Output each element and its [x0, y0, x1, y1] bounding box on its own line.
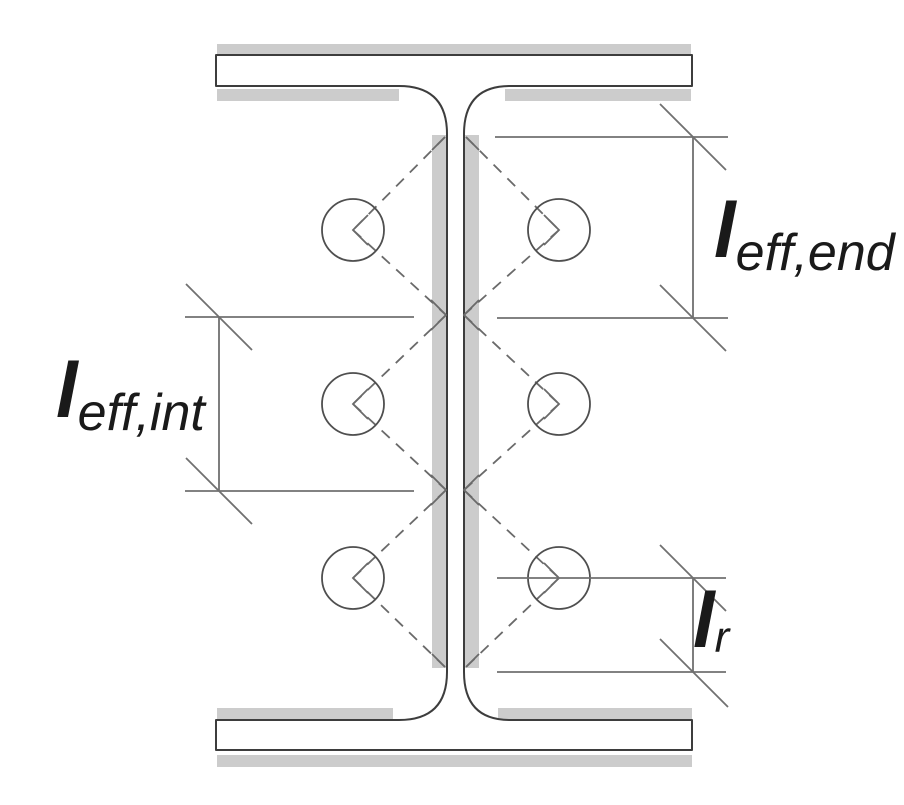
- yield-vertex-chevron: [543, 214, 561, 246]
- yield-line-segment: [463, 489, 560, 579]
- yield-line-segment: [352, 136, 446, 231]
- bottom-flange-shadow-above-left: [217, 708, 393, 720]
- dimension-tick: [185, 283, 253, 351]
- yield-vertex-chevron: [351, 214, 369, 246]
- label-symbol: l: [693, 576, 715, 664]
- yield-end-tick: [465, 653, 480, 668]
- dimension-tick: [185, 457, 253, 525]
- yield-line-segment: [465, 136, 560, 231]
- yield-line-segment: [463, 314, 560, 405]
- dimension-tick: [659, 284, 727, 352]
- yield-line-segment: [463, 403, 560, 491]
- dimension-tick: [659, 638, 729, 708]
- yield-line-segment: [465, 577, 560, 668]
- bolt-hole: [321, 198, 385, 262]
- top-flange-shadow-below-right: [505, 89, 691, 101]
- yield-end-tick: [465, 136, 480, 151]
- yield-line-segment: [352, 229, 447, 316]
- bolt-hole: [527, 372, 591, 436]
- label-symbol: l: [714, 186, 736, 274]
- top-flange-shadow-below-left: [217, 89, 399, 101]
- bolt-hole: [321, 372, 385, 436]
- web-shadow-right: [464, 135, 479, 668]
- yield-vertex-chevron: [351, 388, 369, 420]
- yield-vertex-chevron: [543, 388, 561, 420]
- bottom-flange-shadow-below: [217, 755, 692, 767]
- yield-vertex-chevron: [430, 299, 448, 331]
- label-subscript: eff,int: [77, 384, 205, 442]
- bottom-flange-shadow-above-right: [498, 708, 692, 720]
- label-symbol: l: [56, 346, 78, 434]
- dimension-l-eff-int: [185, 283, 414, 525]
- yield-line-segment: [352, 314, 447, 405]
- bolt-hole: [321, 546, 385, 610]
- bolt-hole: [527, 198, 591, 262]
- yield-vertex-chevron: [430, 474, 448, 506]
- yield-line-pattern: [351, 136, 561, 668]
- yield-end-tick: [431, 136, 446, 151]
- yield-end-tick: [431, 653, 446, 668]
- yield-vertex-chevron: [462, 474, 480, 506]
- web-shadow-left: [432, 135, 447, 668]
- yield-line-segment: [463, 229, 560, 316]
- dimension-l-eff-end: [495, 103, 728, 352]
- yield-line-segment: [352, 489, 447, 579]
- dimension-l-r: [497, 544, 729, 708]
- label-subscript: r: [714, 613, 730, 662]
- dimension-tick: [659, 544, 727, 612]
- dimension-tick: [659, 103, 727, 171]
- label-subscript: eff,end: [735, 224, 895, 282]
- yield-vertex-chevron: [351, 562, 369, 594]
- i-section-profile: [215, 54, 693, 751]
- label-l-eff-end: leff,end: [714, 191, 895, 279]
- top-flange-shadow-above: [217, 44, 691, 55]
- yield-vertex-chevron: [462, 299, 480, 331]
- label-l-r: lr: [693, 581, 730, 662]
- shadow-bands: [217, 44, 692, 767]
- label-l-eff-int: leff,int: [56, 351, 205, 439]
- yield-line-segment: [352, 577, 446, 668]
